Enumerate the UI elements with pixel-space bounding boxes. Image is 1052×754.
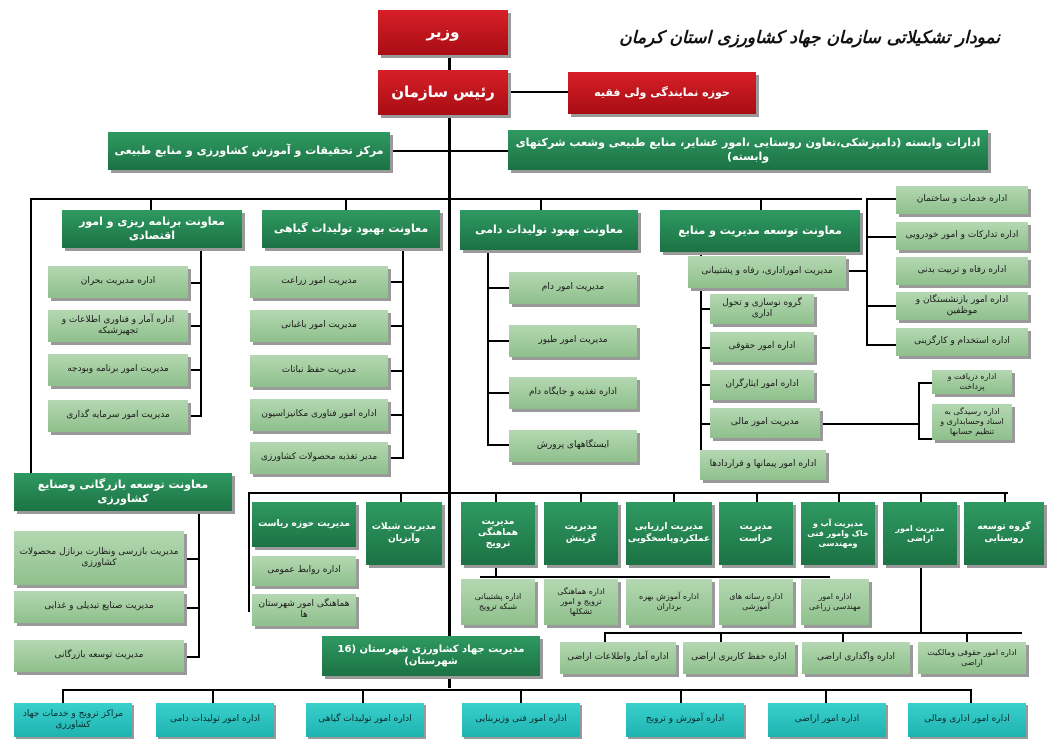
planning-item: اداره مدیریت بحران — [48, 266, 188, 298]
spine-line — [448, 55, 451, 688]
county-office-box: اداره امور اداری ومالی — [908, 703, 1026, 737]
county-office-box: اداره امور تولیدات دامی — [156, 703, 274, 737]
resources-item: مدیریت اموراداری، رفاه و پشتیبانی — [688, 256, 846, 288]
plant-item: مدیریت امور باغبانی — [250, 310, 388, 342]
land-item: اداره آمار واطلاعات اراضی — [560, 642, 676, 674]
hr-item: اداره استخدام و کارگزینی — [896, 328, 1028, 356]
livestock-item: مدیریت امور طیور — [509, 325, 637, 357]
minister-box: وزیر — [378, 10, 508, 55]
county-office-box: اداره امور تولیدات گیاهی — [306, 703, 424, 737]
livestock-deputy-box: معاونت بهبود تولیدات دامی — [460, 210, 638, 250]
resources-item: گروه نوسازی و تحول اداری — [710, 294, 814, 324]
resources-item: اداره امور حقوقی — [710, 332, 814, 362]
plant-item: مدیریت امور زراعت — [250, 266, 388, 298]
commerce-item: مدیریت توسعه بازرگانی — [14, 640, 184, 672]
plant-deputy-box: معاونت بهبود تولیدات گیاهی — [262, 210, 440, 248]
sub-office-box: اداره رسانه های آموزشی — [719, 579, 793, 625]
finance-item: اداره دریافت و پرداخت — [932, 370, 1012, 394]
management-box: مدیریت گزینش — [544, 502, 618, 565]
sub-office-box: اداره پشتیبانی شبکه ترویج — [461, 579, 535, 625]
land-item: اداره واگذاری اراضی — [802, 642, 910, 674]
commerce-item: مدیریت صنایع تبدیلی و غذایی — [14, 591, 184, 623]
land-item: اداره حفظ کاربری اراضی — [683, 642, 795, 674]
county-office-box: اداره امور اراضی — [768, 703, 886, 737]
research-center-box: مرکز تحقیقات و آموزش کشاورزی و منابع طبی… — [108, 132, 390, 170]
commerce-deputy-box: معاونت توسعه بازرگانی وصنایع کشاورزی — [14, 473, 232, 511]
hr-item: اداره تدارکات و امور خودرویی — [896, 222, 1028, 250]
land-item: اداره امور حقوقی ومالکیت اراضی — [918, 642, 1026, 674]
livestock-item: مدیریت امور دام — [509, 272, 637, 304]
county-management-box: مدیریت جهاد کشاورزی شهرستان (16 شهرستان) — [322, 636, 540, 676]
resources-deputy-box: معاونت توسعه مدیریت و منابع — [660, 210, 860, 252]
commerce-item: مدیریت بازرسی ونظارت برنازل محصولات کشاو… — [14, 531, 184, 585]
management-box: مدیریت شیلات وآبزیان — [366, 502, 442, 565]
management-box: مدیریت آب و خاک وامور فنی ومهندسی — [801, 502, 875, 565]
chart-title: نمودار تشکیلاتی سازمان جهاد کشاورزی استا… — [619, 28, 1000, 48]
management-box: مدیریت امور اراضی — [883, 502, 957, 565]
affiliated-offices-box: ادارات وابسته (دامپزشکی،تعاون روستایی ،ا… — [508, 130, 988, 170]
management-box: مدیریت حراست — [719, 502, 793, 565]
livestock-item: ایستگاههای پرورش — [509, 430, 637, 462]
head-box: رئیس سازمان — [378, 70, 508, 115]
resources-item: اداره امور ایثارگران — [710, 370, 814, 400]
presidency-item: اداره روابط عمومی — [252, 556, 356, 586]
sub-office-box: اداره هماهنگی ترویج و امور تشکلها — [544, 579, 618, 625]
plant-item: مدیریت حفظ نباتات — [250, 355, 388, 387]
finance-item: اداره رسیدگی به اسناد وحسابداری و تنظیم … — [932, 404, 1012, 440]
planning-deputy-box: معاونت برنامه ریزی و امور اقتصادی — [62, 210, 242, 248]
hr-item: اداره خدمات و ساختمان — [896, 186, 1028, 214]
planning-item: مدیریت امور سرمایه گذاری — [48, 400, 188, 432]
livestock-item: اداره تغذیه و جایگاه دام — [509, 377, 637, 409]
sub-office-box: اداره امور مهندسی زراعی — [801, 579, 869, 625]
plant-item: اداره امور فناوری مکانیزاسیون — [250, 399, 388, 431]
management-box: مدیریت حوزه ریاست — [252, 502, 356, 547]
county-office-box: اداره آموزش و ترویج — [626, 703, 744, 737]
management-box: مدیریت هماهنگی ترویج — [461, 502, 535, 565]
management-box: مدیریت ارزیابی عملکردوپاسخگویی — [626, 502, 712, 565]
resources-item: مدیریت امور مالی — [710, 408, 820, 438]
hr-item: اداره رفاه و تربیت بدنی — [896, 257, 1028, 285]
plant-item: مدیر تغذیه محصولات کشاورزی — [250, 442, 388, 474]
management-box: گروه توسعه روستایی — [964, 502, 1044, 565]
planning-item: اداره آمار و فناوری اطلاعات و تجهیزشبکه — [48, 310, 188, 342]
planning-item: مدیریت امور برنامه وبودجه — [48, 354, 188, 386]
county-office-box: مراکز ترویج و خدمات جهاد کشاورزی — [14, 703, 132, 737]
presidency-item: هماهنگی امور شهرستان ها — [252, 594, 356, 626]
hr-item: اداره امور بازنشستگان و موظفین — [896, 292, 1028, 320]
resources-item: اداره امور پیمانها و قراردادها — [700, 450, 826, 480]
sub-office-box: اداره آموزش بهره برداران — [626, 579, 712, 625]
county-office-box: اداره امور فنی وزیربنایی — [462, 703, 580, 737]
representative-box: حوزه نمایندگی ولی فقیه — [568, 72, 756, 114]
